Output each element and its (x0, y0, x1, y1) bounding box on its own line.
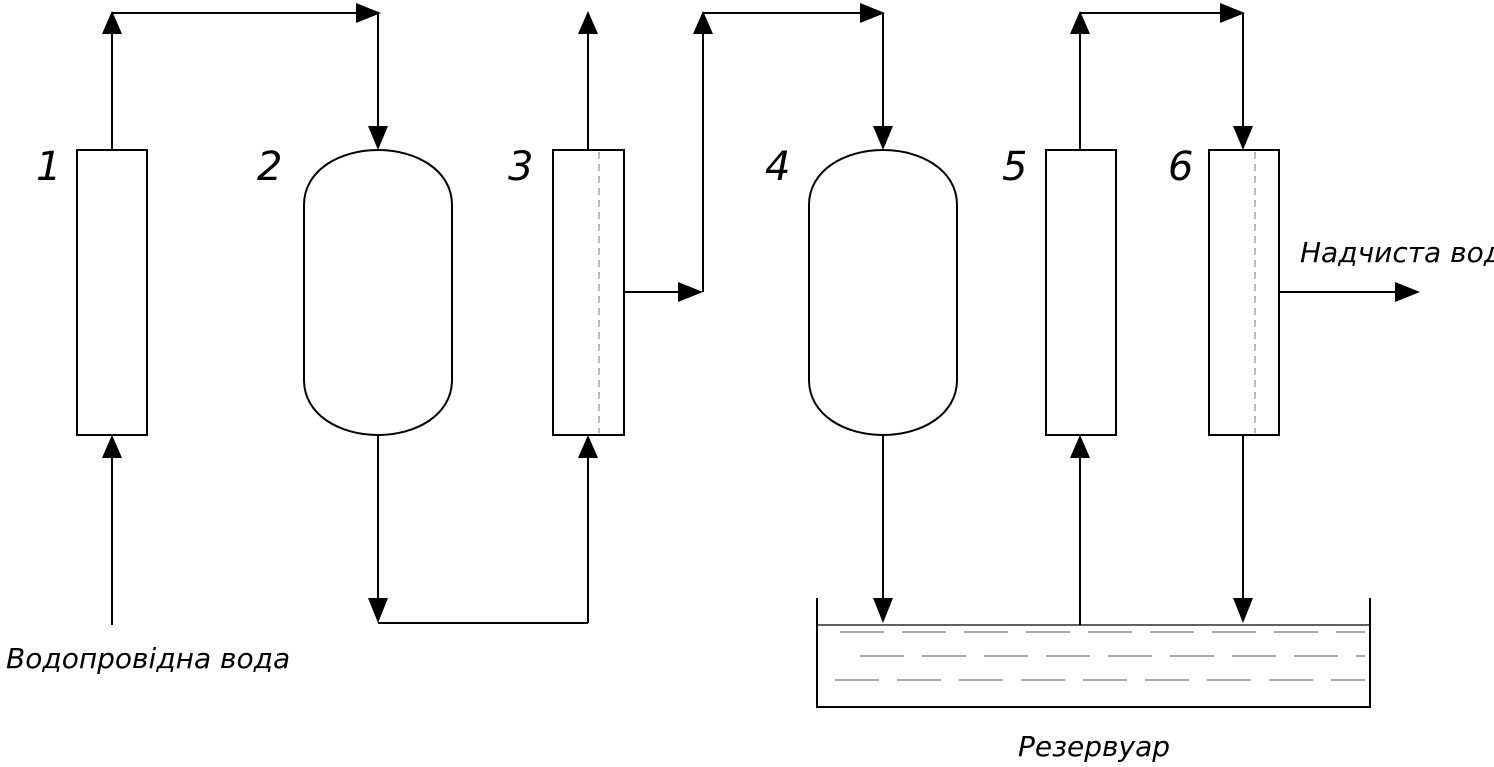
arrow-up-icon (578, 11, 598, 34)
unit-5-label: 5 (1002, 144, 1027, 190)
arrow-down-icon (873, 598, 893, 623)
arrow-up-icon (102, 435, 122, 458)
unit-4 (808, 148, 958, 437)
unit-5 (1045, 149, 1117, 436)
arrowheads (102, 3, 1420, 623)
arrow-down-icon (1233, 598, 1253, 623)
arrow-down-icon (1233, 126, 1253, 150)
outlet-label: Надчиста вода (1300, 236, 1494, 269)
unit-1 (76, 149, 148, 436)
reservoir (816, 598, 1371, 708)
reservoir-label: Резервуар (1018, 730, 1170, 763)
arrow-up-icon (102, 11, 122, 34)
arrow-right-icon (1395, 282, 1420, 302)
arrow-right-icon (860, 3, 885, 23)
arrow-down-icon (368, 598, 388, 623)
unit-6-label: 6 (1168, 144, 1193, 190)
arrow-up-icon (693, 11, 713, 34)
arrow-down-icon (873, 126, 893, 150)
arrow-up-icon (578, 435, 598, 458)
arrow-up-icon (1070, 435, 1090, 458)
flow-lines (111, 12, 1398, 625)
arrow-down-icon (368, 126, 388, 150)
arrow-right-icon (1220, 3, 1245, 23)
inlet-label: Водопровідна вода (6, 642, 290, 675)
unit-3 (552, 149, 625, 436)
arrow-up-icon (1070, 11, 1090, 34)
arrow-right-icon (356, 3, 381, 23)
unit-2 (303, 148, 453, 437)
unit-2-label: 2 (257, 144, 282, 190)
unit-6 (1208, 149, 1280, 436)
arrow-right-icon (678, 282, 703, 302)
unit-4-label: 4 (765, 144, 790, 190)
unit-3-label: 3 (508, 144, 533, 190)
unit-1-label: 1 (36, 144, 61, 190)
